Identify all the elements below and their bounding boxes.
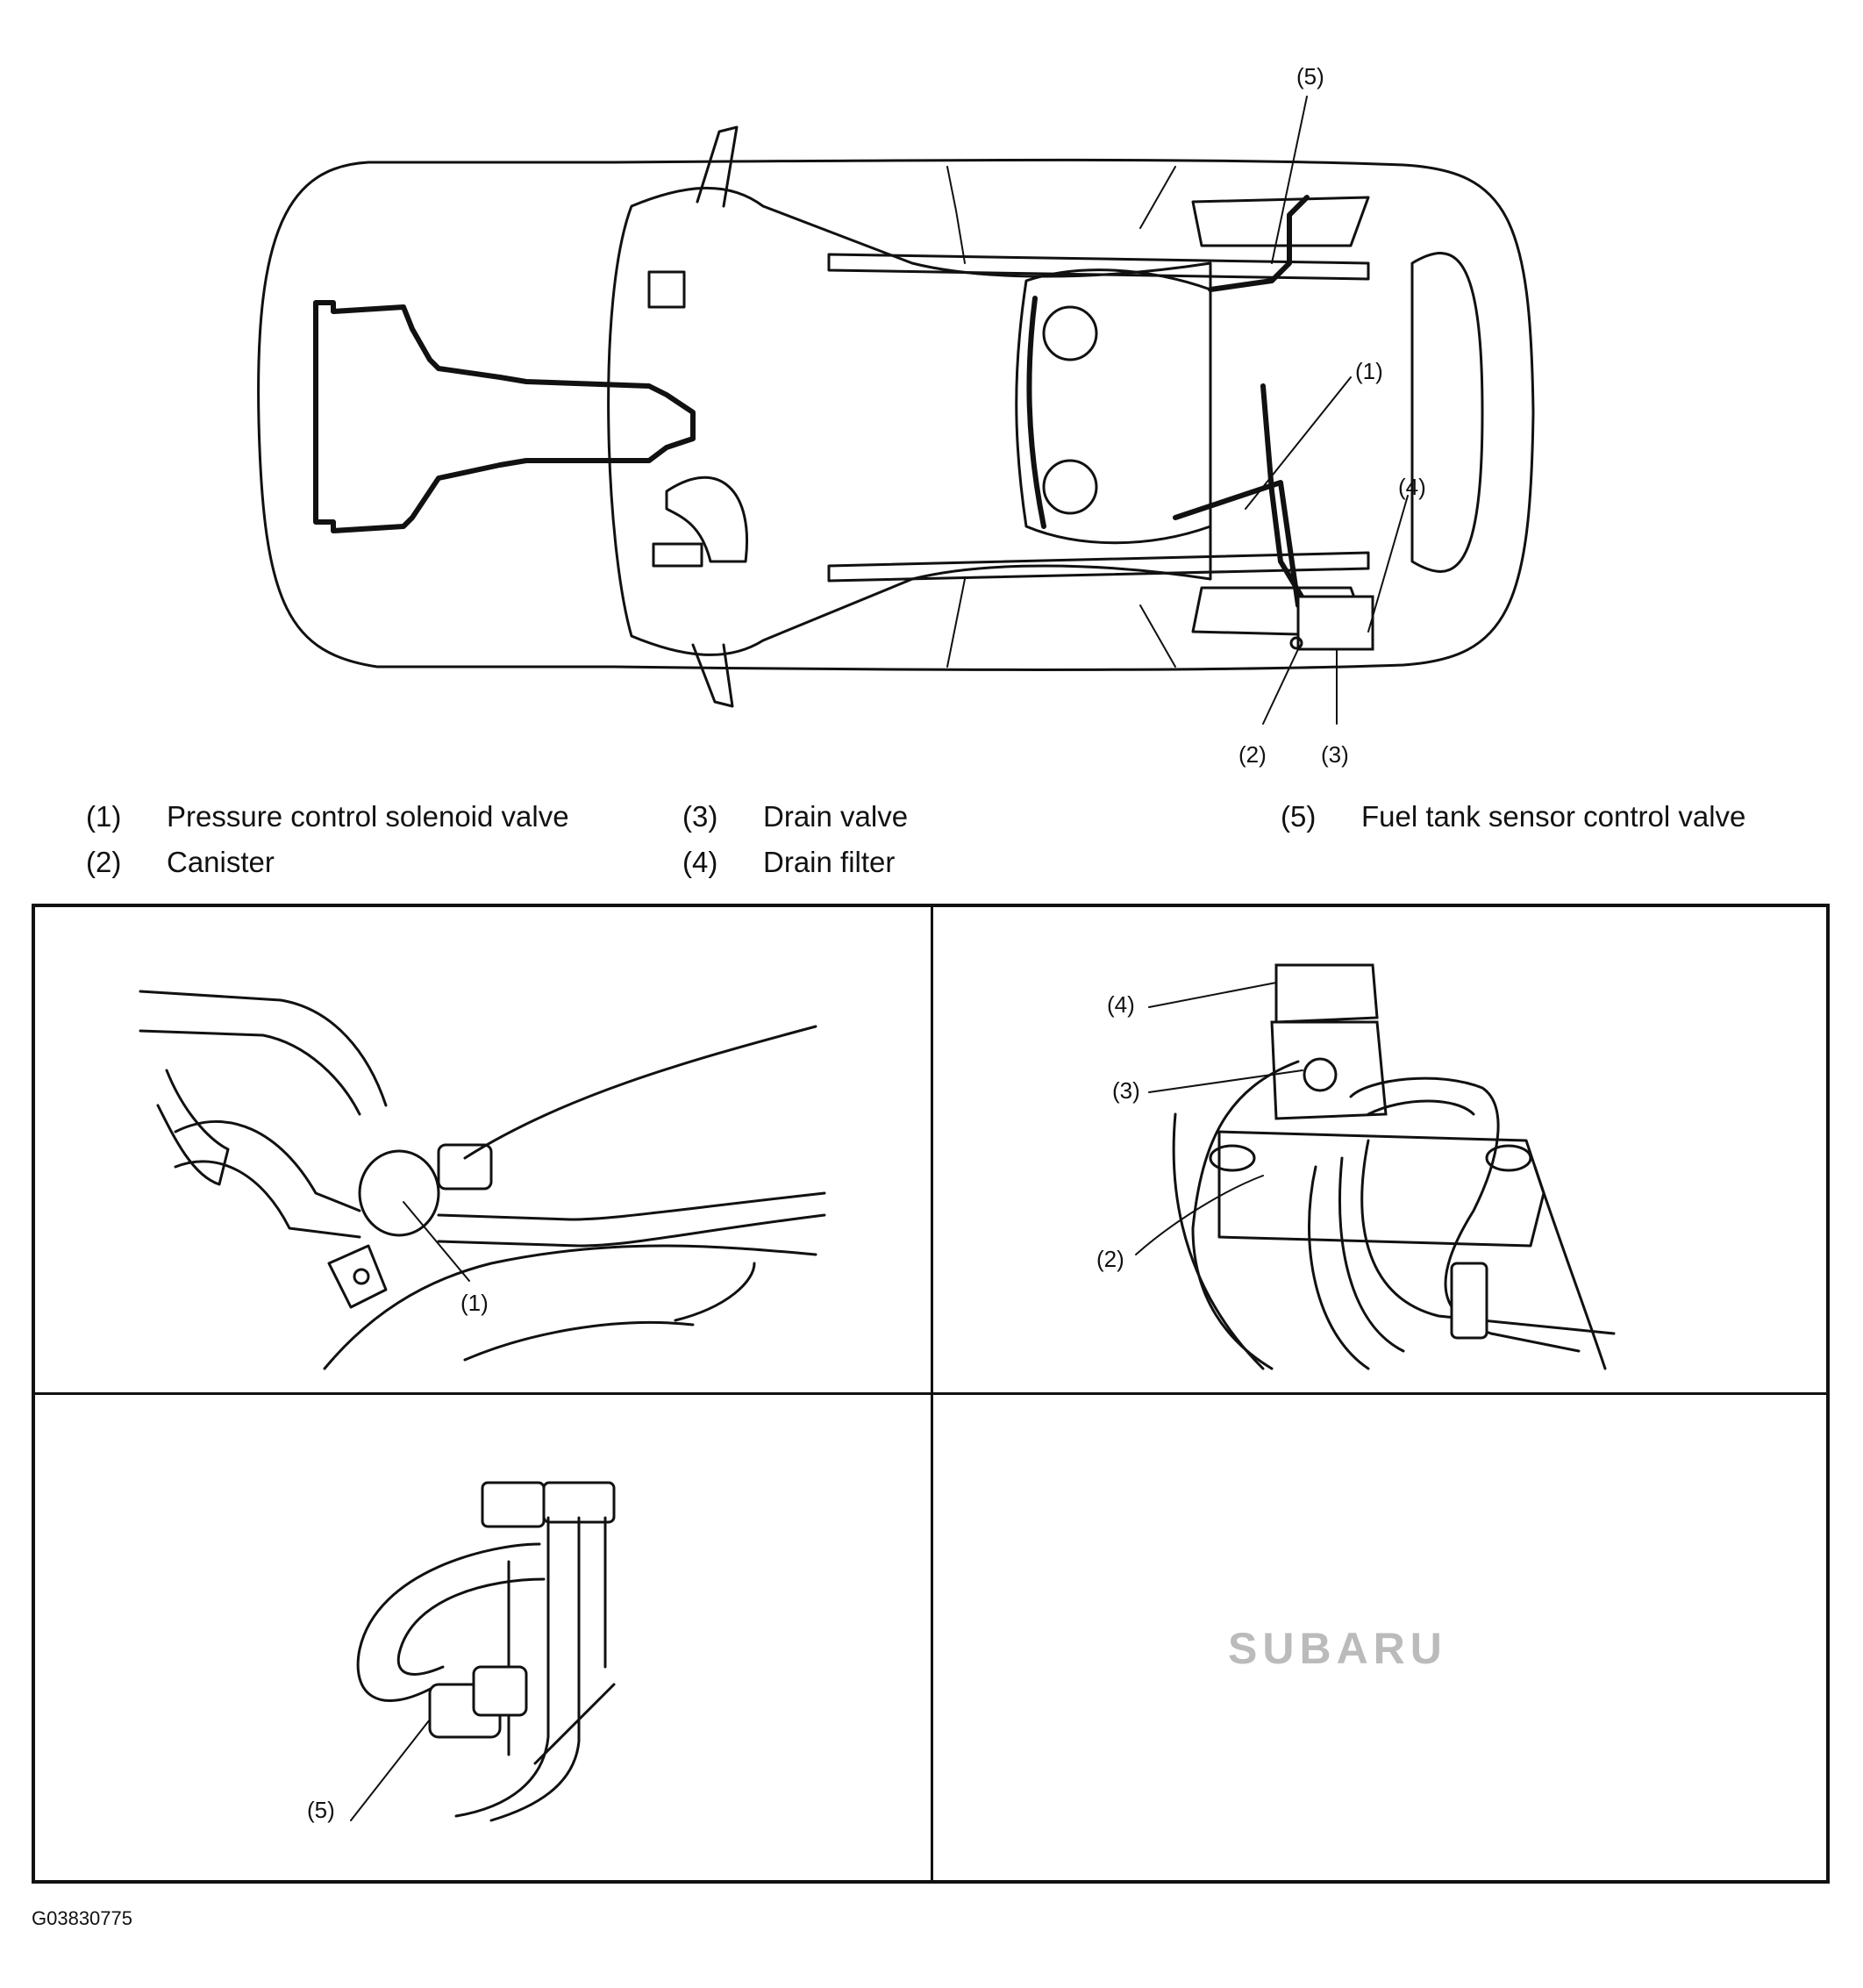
- engine-detail-a: [647, 270, 686, 309]
- canister-mount-right: [1485, 1144, 1532, 1172]
- fuel-pump-bottom: [1042, 459, 1098, 515]
- evap-line-main: [1208, 195, 1310, 292]
- callout-3-top: (3): [1321, 741, 1349, 768]
- fuel-pump-top: [1042, 305, 1098, 361]
- valve-hose-loop: [356, 1542, 541, 1702]
- body-curve: [463, 1025, 817, 1160]
- callout-5-top: (5): [1296, 63, 1324, 89]
- bracket-bolt: [353, 1268, 370, 1285]
- leader-panel2-3: [1148, 1069, 1303, 1093]
- callout-4-top: (4): [1398, 474, 1426, 500]
- contour-right: [674, 1262, 756, 1322]
- drain-valve-icon: [1289, 636, 1303, 650]
- sensor-control-valve-head: [472, 1665, 528, 1717]
- panel-divider-horizontal: [33, 1392, 1828, 1395]
- valve-pipe-2: [489, 1516, 581, 1822]
- callout-2-detail: (2): [1096, 1246, 1124, 1272]
- leader-panel3-5: [350, 1719, 431, 1821]
- legend-label-5: Fuel tank sensor control valve: [1361, 800, 1746, 833]
- fuel-line-left: [1026, 296, 1046, 529]
- fuel-tank: [1015, 268, 1212, 545]
- door-line-top: [946, 166, 966, 264]
- valve-connector-top: [481, 1481, 546, 1528]
- door-line-bottom: [946, 578, 966, 668]
- hose-left-loop: [156, 1069, 230, 1186]
- legend-label-1: Pressure control solenoid valve: [167, 800, 569, 833]
- door-line-rear-bottom: [1139, 604, 1176, 668]
- canister-hose-d: [1349, 1076, 1581, 1353]
- engine-block: [313, 300, 696, 533]
- legend-num-3: (3): [682, 800, 718, 833]
- canister-outline: [1217, 1130, 1545, 1248]
- front-pillar-bottom: [691, 643, 734, 708]
- outer-contour: [1172, 1112, 1265, 1370]
- legend-label-4: Drain filter: [763, 846, 896, 878]
- hose-mid: [174, 1119, 361, 1212]
- callout-1-detail: (1): [460, 1290, 489, 1316]
- drain-valve-port: [1303, 1057, 1338, 1092]
- car-body-outline: [257, 158, 1535, 672]
- callout-5-detail: (5): [307, 1797, 335, 1823]
- leader-panel2-2: [1135, 1175, 1264, 1255]
- hose-clamp: [1450, 1262, 1488, 1340]
- leader-panel2-4: [1148, 982, 1277, 1008]
- valve-pipe-1: [454, 1516, 550, 1818]
- outer-contour-right: [1533, 1165, 1607, 1370]
- drain-filter-body: [1274, 963, 1379, 1024]
- hose-right: [437, 1191, 826, 1221]
- hose-upper: [139, 990, 388, 1107]
- canister-hose-f: [1360, 1139, 1616, 1335]
- roof-rail-top: [827, 253, 1370, 281]
- tank-contour: [323, 1244, 817, 1370]
- subaru-logo: SUBARU: [1228, 1624, 1447, 1673]
- canister-module: [1296, 595, 1374, 651]
- figure-id: G03830775: [32, 1907, 132, 1929]
- evap-line-side: [1260, 383, 1310, 608]
- front-pillar-top: [696, 125, 739, 208]
- callout-4-detail: (4): [1107, 991, 1135, 1018]
- engine-detail-b: [652, 542, 703, 568]
- legend-num-5: (5): [1281, 800, 1317, 833]
- solenoid-valve-body: [358, 1149, 440, 1237]
- legend-num-2: (2): [86, 846, 122, 878]
- legend-num-4: (4): [682, 846, 718, 878]
- cabin-outline: [607, 186, 1212, 656]
- canister-hose-e: [1367, 1099, 1475, 1116]
- canister-hose-a: [1191, 1060, 1300, 1370]
- drain-valve-body: [1270, 1020, 1388, 1120]
- callout-3-detail: (3): [1112, 1077, 1140, 1104]
- legend-label-3: Drain valve: [763, 800, 909, 833]
- legend-num-1: (1): [86, 800, 122, 833]
- trunk-top: [1191, 196, 1370, 247]
- leader-5: [1271, 96, 1308, 264]
- valve-connector-side: [542, 1481, 616, 1524]
- leader-1: [1245, 376, 1352, 510]
- valve-pipe-diag: [533, 1683, 616, 1765]
- contour-lower: [463, 1320, 695, 1362]
- callout-1-top: (1): [1355, 358, 1383, 384]
- leader-2: [1262, 648, 1299, 725]
- canister-hose-c: [1338, 1156, 1405, 1353]
- legend-label-2: Canister: [167, 846, 275, 878]
- hose-mid-b: [174, 1160, 361, 1239]
- bracket: [327, 1244, 388, 1309]
- callout-2-top: (2): [1238, 741, 1267, 768]
- leader-panel1-1: [403, 1201, 470, 1282]
- solenoid-connector: [437, 1143, 493, 1191]
- roof-rail-bottom: [827, 551, 1370, 583]
- door-line-rear-top: [1139, 166, 1176, 229]
- car-overview-diagram: [257, 96, 1535, 725]
- valve-hose-loop-b: [396, 1577, 546, 1676]
- canister-hose-b: [1308, 1165, 1370, 1370]
- rear-window: [1410, 252, 1484, 573]
- hose-upper-b: [139, 1029, 361, 1116]
- steering-area: [665, 476, 748, 563]
- leader-4: [1367, 495, 1409, 633]
- canister-mount-left: [1209, 1144, 1256, 1172]
- hose-right-b: [437, 1213, 826, 1248]
